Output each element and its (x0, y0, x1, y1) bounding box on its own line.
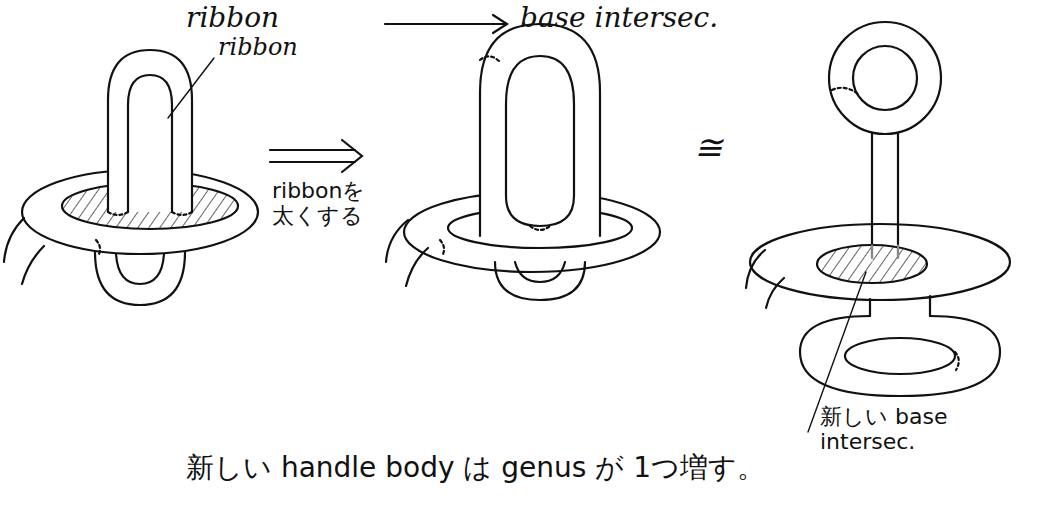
note-text: ≅ (694, 128, 722, 167)
note-text: base intersec. (520, 2, 718, 34)
lower-handle (95, 252, 185, 305)
lower-handle (495, 262, 585, 300)
note-text: ribbonを太くする (272, 178, 368, 229)
dotted-curve (440, 240, 444, 256)
loop (829, 22, 941, 134)
lower-loop-hole (845, 338, 955, 374)
implies-arrow (270, 140, 362, 172)
dotted-curve (530, 226, 550, 230)
thick-ribbon (480, 24, 600, 236)
band (4, 218, 44, 284)
stick-gap (872, 245, 898, 262)
ribbon-tube (128, 75, 172, 212)
dotted-curve (832, 88, 858, 94)
stick (872, 134, 898, 258)
lower-loop (800, 316, 1000, 396)
thick-ribbon-hole (506, 56, 574, 226)
leader-line (168, 58, 214, 118)
note-text: ribbon (218, 34, 298, 62)
loop-hole (853, 46, 917, 110)
hatched-disk (817, 245, 927, 283)
ring (750, 224, 1010, 300)
dotted-curve (480, 56, 500, 62)
sketch (4, 15, 1010, 432)
note-text: ribbon (186, 2, 279, 34)
note-text: 新しい handle body は genus が 1つ増す。 (186, 452, 765, 484)
ribbon-tube (108, 50, 192, 212)
arrow-symbol (385, 15, 507, 33)
dotted-curve (108, 212, 192, 215)
dotted-curve (96, 240, 100, 256)
band (746, 250, 784, 308)
dotted-curve (955, 352, 959, 370)
band (386, 220, 428, 286)
note-text: 新しい base intersec. (820, 404, 970, 455)
neck (870, 296, 930, 316)
